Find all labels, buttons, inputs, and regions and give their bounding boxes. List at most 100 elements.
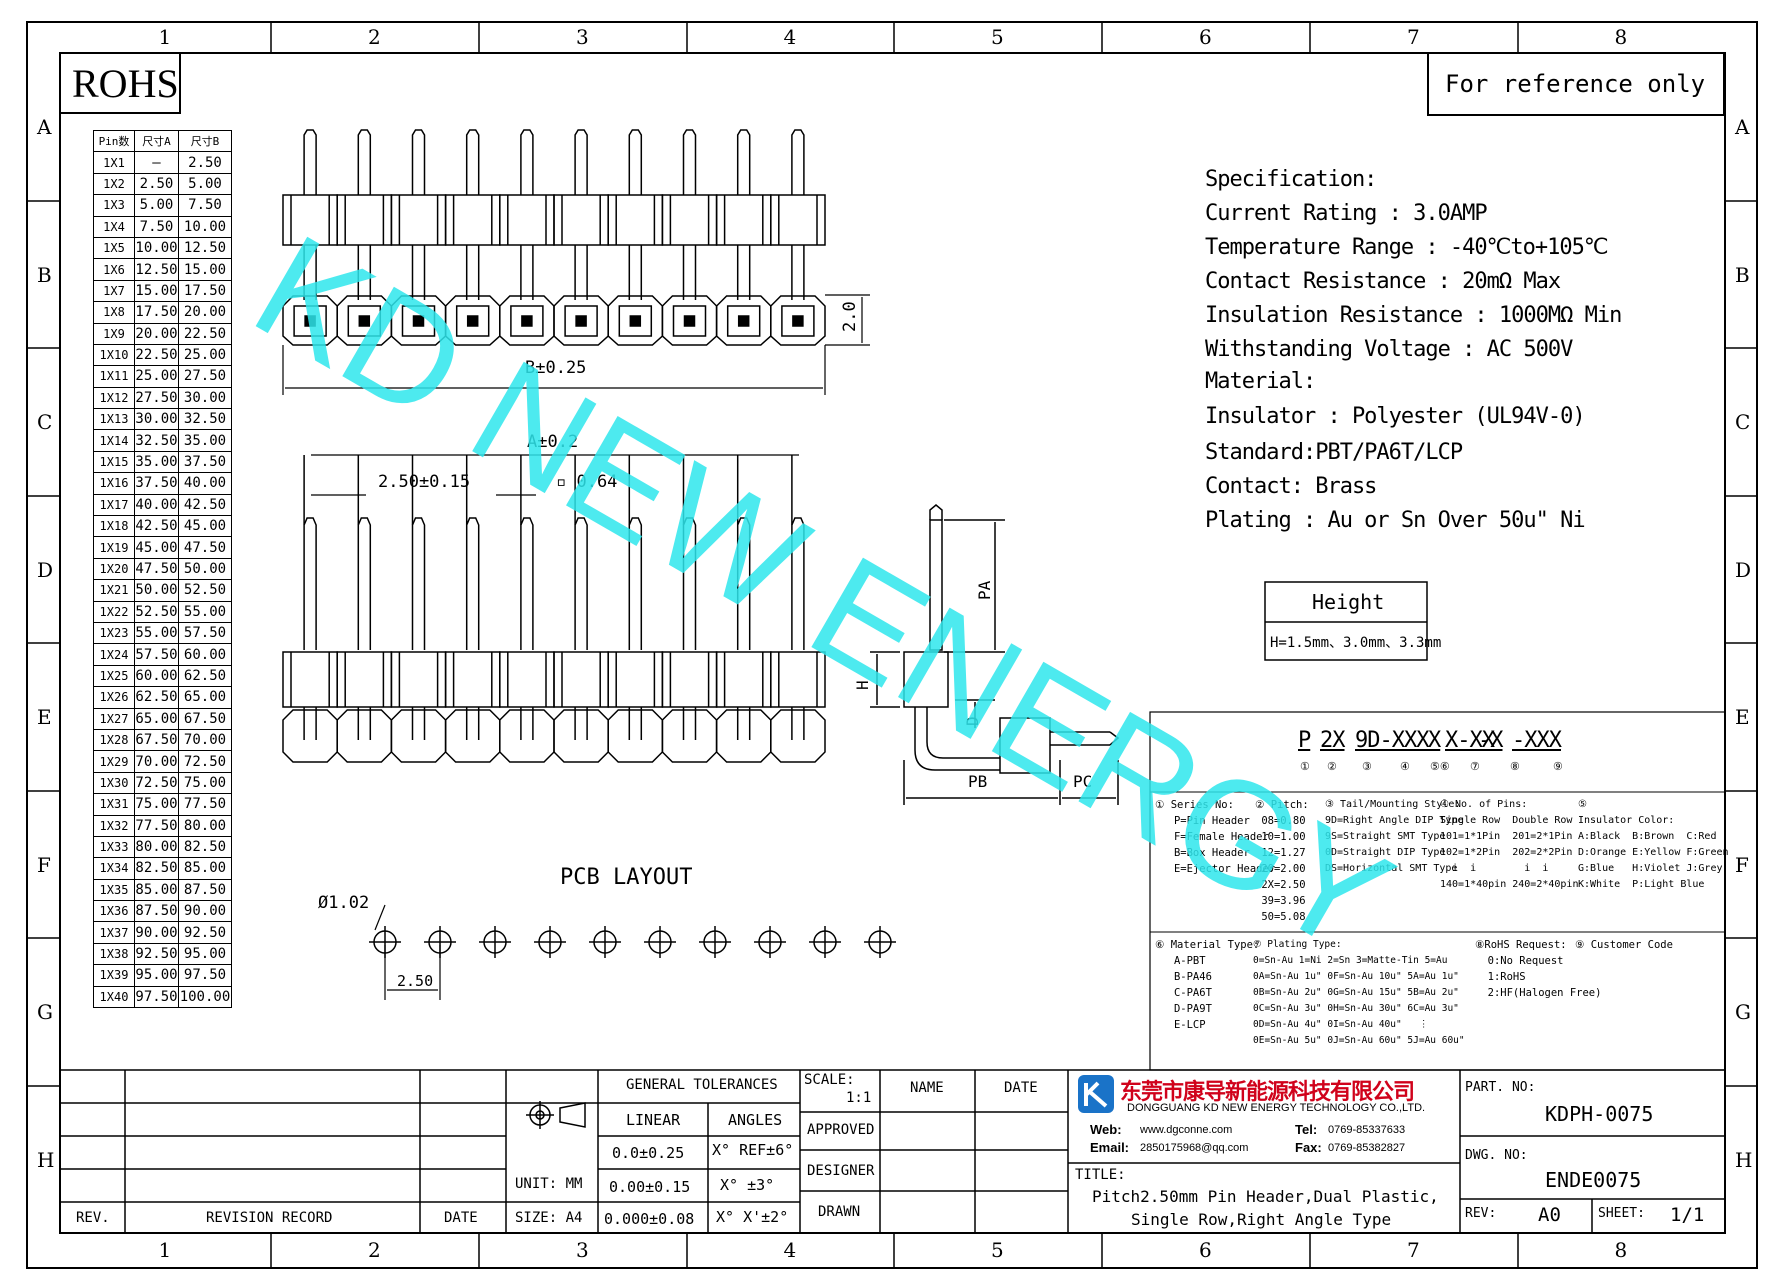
table-cell: 52.50 <box>134 600 179 623</box>
kd-logo-icon <box>1078 1075 1114 1113</box>
zone-row-H-left: H <box>37 1147 55 1172</box>
table-cell: 1X7 <box>93 279 135 303</box>
table-cell: 75.00 <box>178 771 232 795</box>
table-cell: 1X18 <box>93 515 135 538</box>
table-cell: 1X3 <box>93 194 135 217</box>
table-cell: 32.50 <box>178 408 232 431</box>
dim-a: A±0.2 <box>527 432 579 452</box>
size: SIZE: A4 <box>515 1210 583 1226</box>
table-cell: 70.00 <box>134 750 179 773</box>
table-cell: 40.00 <box>178 472 232 495</box>
table-cell: 82.50 <box>178 835 232 859</box>
table-cell: 1X25 <box>93 664 135 688</box>
zone-col-6-top: 6 <box>1199 25 1212 49</box>
table-cell: 1X26 <box>93 686 135 709</box>
title-label: TITLE: <box>1075 1167 1126 1183</box>
dim-pc: PC <box>1073 772 1093 791</box>
table-cell: 35.00 <box>178 429 232 452</box>
zone-row-A-right: A <box>1735 115 1750 139</box>
table-cell: 1X24 <box>93 643 135 666</box>
title-line2: Single Row,Right Angle Type <box>1131 1210 1392 1229</box>
table-cell: 45.00 <box>134 536 179 559</box>
sheet-value: 1/1 <box>1670 1204 1705 1226</box>
table-cell: 17.50 <box>134 301 179 324</box>
table-cell: 1X36 <box>93 900 135 923</box>
table-cell: 42.50 <box>178 493 232 517</box>
pin-table-header: 尺寸A <box>134 129 179 153</box>
zone-col-8-top: 8 <box>1614 25 1628 49</box>
table-cell: 1X29 <box>93 750 135 773</box>
zone-row-G-right: G <box>1735 1000 1751 1024</box>
table-cell: 1X22 <box>93 600 135 623</box>
table-cell: 85.00 <box>134 878 179 902</box>
table-cell: 1X5 <box>93 236 135 260</box>
web-label: Web: <box>1090 1122 1122 1137</box>
table-cell: 60.00 <box>134 664 179 688</box>
ang1: X° REF±6° <box>712 1141 794 1159</box>
table-cell: 1X37 <box>93 921 135 944</box>
dim-pitch: 2.50±0.15 <box>378 472 471 492</box>
zone-col-2-bot: 2 <box>368 1238 381 1262</box>
part-no-label: PART. NO: <box>1465 1080 1536 1095</box>
zone-row-G-left: G <box>37 1000 53 1024</box>
table-cell: 27.50 <box>178 365 232 388</box>
table-cell: 15.00 <box>178 258 232 281</box>
table-cell: 12.50 <box>178 236 232 260</box>
rev-label: REV. <box>76 1210 110 1226</box>
date-col: DATE <box>1004 1080 1038 1096</box>
table-cell: 32.50 <box>134 429 179 452</box>
tel-label: Tel: <box>1295 1122 1318 1137</box>
table-cell: 65.00 <box>178 686 232 709</box>
table-cell: 15.00 <box>134 279 179 303</box>
table-cell: 25.00 <box>134 365 179 388</box>
table-cell: 7.50 <box>134 215 179 238</box>
table-cell: 1X6 <box>93 258 135 281</box>
rev-date-label: DATE <box>444 1210 478 1226</box>
table-cell: 97.50 <box>178 964 232 987</box>
spec-line: Material: <box>1205 369 1316 394</box>
projection-symbol-icon <box>526 1101 586 1129</box>
table-cell: 72.50 <box>134 771 179 795</box>
part-code-segment: X <box>1428 728 1441 753</box>
table-cell: 62.50 <box>134 686 179 709</box>
table-row: 1X1–2.50 <box>93 151 232 174</box>
table-cell: 65.00 <box>134 707 179 730</box>
table-cell: 1X8 <box>93 301 135 324</box>
spec-line: Withstanding Voltage : AC 500V <box>1205 337 1573 362</box>
ang2: X° ±3° <box>720 1176 775 1194</box>
zone-row-E-left: E <box>37 705 52 729</box>
part-code-segment: 2X <box>1320 728 1345 753</box>
table-cell: 95.00 <box>134 964 179 987</box>
table-cell: 45.00 <box>178 515 232 538</box>
table-cell: 90.00 <box>134 921 179 944</box>
tel: 0769-85337633 <box>1328 1124 1406 1136</box>
table-cell: 1X9 <box>93 322 135 345</box>
rev-value: A0 <box>1538 1204 1561 1226</box>
code-note: ⑨ Customer Code <box>1575 939 1673 951</box>
height-title: Height <box>1312 590 1385 614</box>
zone-col-1-top: 1 <box>158 25 172 49</box>
table-cell: 1X14 <box>93 429 135 452</box>
zone-col-4-top: 4 <box>783 25 797 49</box>
table-cell: 1X32 <box>93 814 135 837</box>
approved-label: APPROVED <box>807 1122 875 1138</box>
